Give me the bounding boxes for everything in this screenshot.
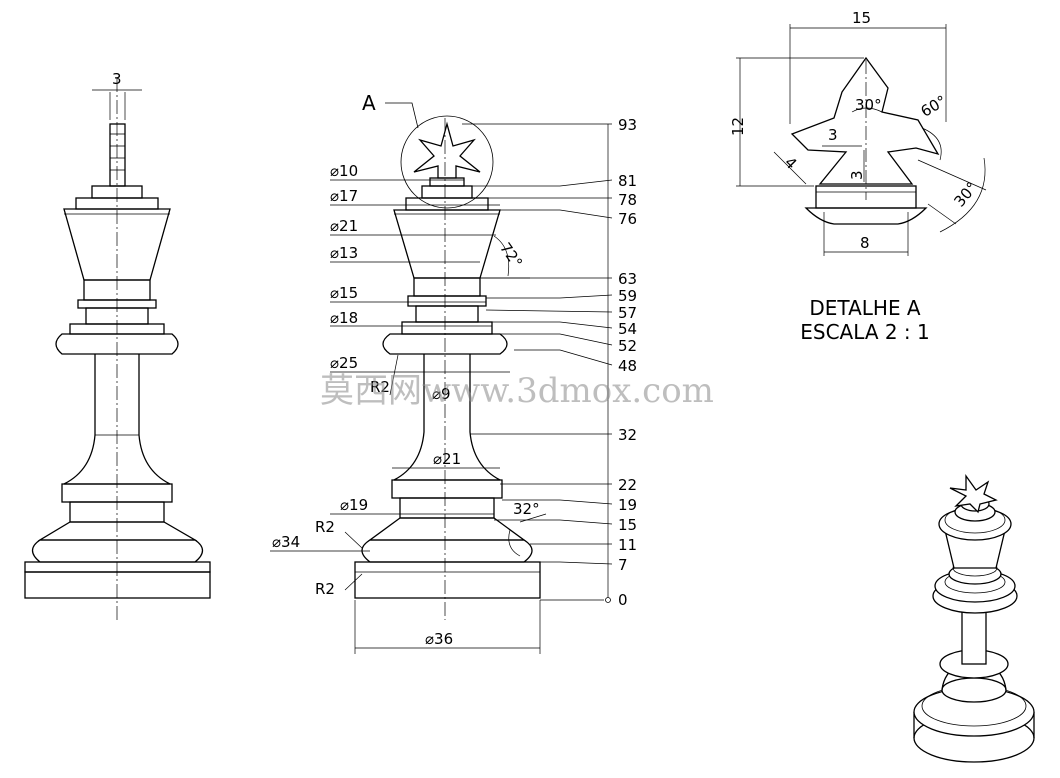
- detail-angle-30-top: 30°: [855, 96, 882, 114]
- detail-view: 15 12 3 3 4 8 30° 60° 30°: [729, 9, 987, 256]
- dim-d17: ⌀17: [330, 187, 358, 205]
- height-78: 78: [618, 191, 637, 209]
- radius-r2-lower: R2: [315, 580, 335, 598]
- watermark: 莫西网www.3dmox.com: [320, 371, 714, 411]
- detail-angle-60: 60°: [918, 92, 950, 121]
- radius-r2-upper: R2: [370, 378, 390, 396]
- height-52: 52: [618, 337, 637, 355]
- dim-d36: ⌀36: [425, 630, 453, 648]
- height-0: 0: [618, 591, 628, 609]
- detail-base-8: 8: [860, 234, 870, 252]
- detail-title-line1: DETALHE A: [809, 296, 921, 320]
- dim-d15: ⌀15: [330, 284, 358, 302]
- height-32: 32: [618, 426, 637, 444]
- dim-d34: ⌀34: [272, 533, 300, 551]
- angle-32: 32°: [513, 500, 540, 518]
- height-59: 59: [618, 287, 637, 305]
- dim-d25: ⌀25: [330, 354, 358, 372]
- dim-d13: ⌀13: [330, 244, 358, 262]
- height-54: 54: [618, 320, 637, 338]
- height-19: 19: [618, 496, 637, 514]
- detail-callout: A: [362, 91, 376, 115]
- dim-d9: ⌀9: [432, 385, 451, 403]
- detail-title: DETALHE A ESCALA 2 : 1: [760, 296, 970, 344]
- section-view: A ⌀10 ⌀17: [270, 91, 637, 654]
- dim-d18: ⌀18: [330, 309, 358, 327]
- dim-d21-mid: ⌀21: [433, 450, 461, 468]
- height-93: 93: [618, 116, 637, 134]
- dim-d10: ⌀10: [330, 162, 358, 180]
- dim-d21-top: ⌀21: [330, 217, 358, 235]
- detail-arm-4: 4: [781, 153, 800, 172]
- side-view: 3: [24, 70, 211, 620]
- height-22: 22: [618, 476, 637, 494]
- detail-title-line2: ESCALA 2 : 1: [800, 320, 930, 344]
- height-57: 57: [618, 304, 637, 322]
- height-76: 76: [618, 210, 637, 228]
- height-63: 63: [618, 270, 637, 288]
- radius-r2-middle: R2: [315, 518, 335, 536]
- angle-72: 72°: [496, 239, 526, 271]
- height-15: 15: [618, 516, 637, 534]
- detail-angle-30-lower: 30°: [950, 178, 981, 210]
- height-48: 48: [618, 357, 637, 375]
- detail-small-height-3: 3: [848, 170, 866, 180]
- height-11: 11: [618, 536, 637, 554]
- isometric-view: [913, 473, 1035, 763]
- height-7: 7: [618, 556, 628, 574]
- side-top-width: 3: [112, 70, 122, 88]
- detail-small-width-3: 3: [828, 126, 838, 144]
- dim-d19: ⌀19: [340, 496, 368, 514]
- height-81: 81: [618, 172, 637, 190]
- detail-height-12: 12: [729, 117, 747, 136]
- detail-width-15: 15: [852, 9, 871, 27]
